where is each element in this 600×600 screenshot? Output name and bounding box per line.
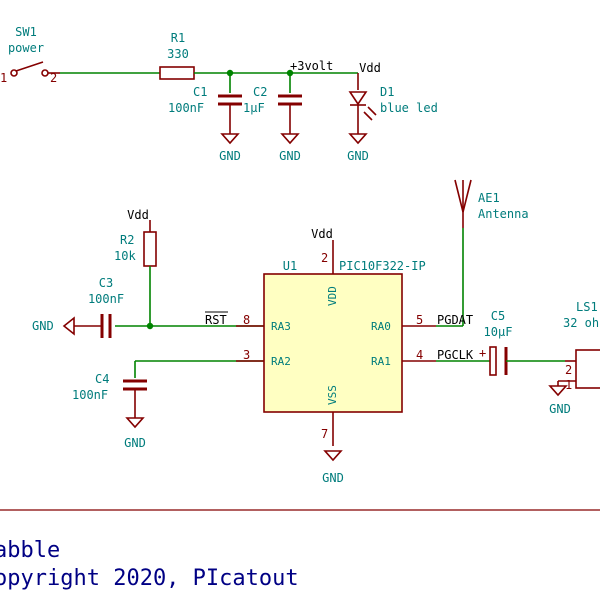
r2-body (143, 231, 157, 267)
c4-value: 100nF (72, 388, 108, 402)
ls1-value: 32 oh (563, 316, 599, 330)
r1-body (159, 66, 195, 80)
ls1-pin1-number: 1 (565, 378, 572, 392)
sw1-ref: SW1 (15, 25, 37, 39)
u1-pin3-number: 3 (243, 348, 250, 362)
d1-ray-2 (367, 106, 377, 116)
u1-pin7-number: 7 (321, 427, 328, 441)
resistor-r1: R1 330 (159, 31, 195, 80)
ae1-ref: AE1 (478, 191, 500, 205)
d1-ray-1 (363, 111, 373, 121)
c3-value: 100nF (88, 292, 124, 306)
c3-gnd-label: GND (32, 319, 54, 333)
net-label-pgclk: PGCLK (437, 348, 474, 362)
c2-value: 1µF (243, 101, 265, 115)
c1-gnd-symbol (220, 133, 240, 145)
sw1-pin2: 2 (50, 71, 57, 85)
power-switch-sw1: SW1 power 1 2 (0, 25, 60, 85)
r2-ref: R2 (120, 233, 134, 247)
u1-pin8-number: 8 (243, 313, 250, 327)
c2-ref: C2 (253, 85, 267, 99)
r2-value: 10k (114, 249, 136, 263)
capacitor-c3: C3 100nF GND (32, 276, 124, 338)
c2-gnd-symbol (280, 133, 300, 145)
r1-value: 330 (167, 47, 189, 61)
net-label-3volt: +3volt (290, 59, 333, 73)
sw1-contact-2 (41, 69, 49, 77)
c4-gnd-symbol (125, 417, 145, 429)
net-label-pgdat: PGDAT (437, 313, 473, 327)
sw1-contact-1 (10, 69, 18, 77)
c1-ref: C1 (193, 85, 207, 99)
ls1-gnd-symbol (548, 385, 568, 397)
ae1-value: Antenna (478, 207, 529, 221)
u1-vdd-label: Vdd (311, 227, 333, 241)
led-d1: Vdd D1 blue led GND (347, 61, 438, 163)
capacitor-c2: C2 1µF GND (243, 73, 302, 163)
c4-gnd-label: GND (124, 436, 146, 450)
sw1-value: power (8, 41, 44, 55)
u1-pin2-number: 2 (321, 251, 328, 265)
u1-gnd-label: GND (322, 471, 344, 485)
u1-value: PIC10F322-IP (339, 259, 426, 273)
capacitor-c1: C1 100nF GND (168, 73, 242, 163)
sw1-lever (15, 61, 44, 72)
speaker-ls1: LS1 32 oh 2 1 GND (548, 300, 600, 416)
u1-pin4-number: 4 (416, 348, 423, 362)
resistor-r2: Vdd R2 10k (114, 208, 157, 267)
ic-u1: U1 PIC10F322-IP Vdd 2 VDD 8 RA3 RST 3 RA… (205, 227, 436, 485)
u1-pin3-name: RA2 (271, 355, 291, 368)
u1-pin4-name: RA1 (371, 355, 391, 368)
u1-pin5-name: RA0 (371, 320, 391, 333)
capacitor-c4: C4 100nF GND (72, 361, 147, 450)
title-block-title: abble (0, 538, 60, 563)
sw1-pin1: 1 (0, 71, 7, 85)
c5-value: 10µF (484, 325, 513, 339)
c4-ref: C4 (95, 372, 109, 386)
u1-pin2-name: VDD (326, 286, 339, 306)
d1-ref: D1 (380, 85, 394, 99)
c3-ref: C3 (99, 276, 113, 290)
u1-pin7-name: VSS (326, 385, 339, 405)
u1-ref: U1 (283, 259, 297, 273)
c3-gnd-symbol (62, 316, 75, 336)
u1-pin8-name: RA3 (271, 320, 291, 333)
ls1-gnd-label: GND (549, 402, 571, 416)
antenna-ae1: AE1 Antenna (454, 179, 529, 228)
ls1-body (575, 349, 600, 389)
c1-value: 100nF (168, 101, 204, 115)
d1-gnd-symbol (348, 133, 368, 145)
d1-triangle (348, 91, 368, 106)
ls1-pin2-number: 2 (565, 363, 572, 377)
d1-value: blue led (380, 101, 438, 115)
ae1-arm-right (462, 179, 472, 213)
c5-plate-positive (489, 346, 497, 376)
u1-gnd-symbol (323, 450, 343, 462)
title-block-copyright: opyright 2020, PIcatout (0, 566, 299, 591)
c5-plus-sign: + (479, 346, 486, 360)
r1-ref: R1 (171, 31, 185, 45)
c5-ref: C5 (491, 309, 505, 323)
r2-vdd-label: Vdd (127, 208, 149, 222)
d1-gnd-label: GND (347, 149, 369, 163)
d1-vdd-label: Vdd (359, 61, 381, 75)
net-label-rst: RST (205, 313, 227, 327)
capacitor-c5: C5 10µF + (479, 309, 513, 376)
u1-pin5-number: 5 (416, 313, 423, 327)
ls1-ref: LS1 (576, 300, 598, 314)
ae1-arm-left (454, 179, 464, 213)
c2-gnd-label: GND (279, 149, 301, 163)
c1-gnd-label: GND (219, 149, 241, 163)
